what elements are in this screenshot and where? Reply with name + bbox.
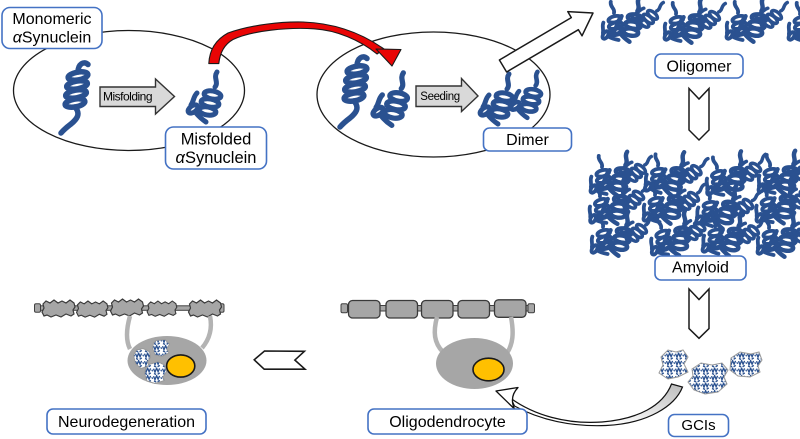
svg-text:Seeding: Seeding <box>420 91 459 103</box>
svg-text:Oligomer: Oligomer <box>667 59 733 76</box>
svg-text:αSynuclein: αSynuclein <box>13 30 92 47</box>
svg-text:Misfolded: Misfolded <box>181 131 252 149</box>
svg-text:Amyloid: Amyloid <box>672 260 729 277</box>
svg-text:GCIs: GCIs <box>681 417 715 434</box>
svg-text:Dimer: Dimer <box>506 132 549 149</box>
svg-text:Oligodendrocyte: Oligodendrocyte <box>389 414 506 431</box>
svg-text:Monomeric: Monomeric <box>12 11 91 28</box>
svg-text:αSynuclein: αSynuclein <box>176 149 257 167</box>
svg-text:Misfolding: Misfolding <box>103 90 152 104</box>
svg-text:Neurodegeneration: Neurodegeneration <box>58 414 195 431</box>
